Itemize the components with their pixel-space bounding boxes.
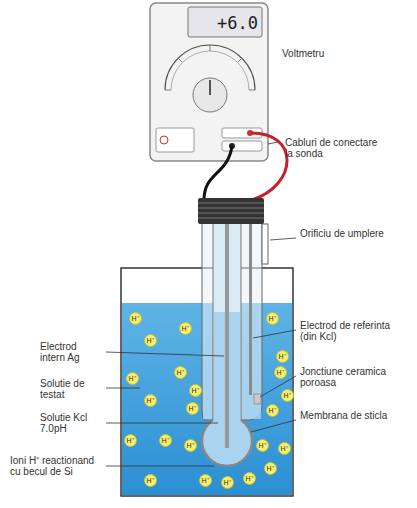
part-label: Ioni H⁺ reactionand cu becul de Si <box>10 455 105 477</box>
hydrogen-ion: H⁺ <box>281 389 294 402</box>
part-label: Voltmetru <box>282 48 392 59</box>
ion-symbol: H⁺ <box>188 405 195 412</box>
ion-symbol: H⁺ <box>146 397 153 404</box>
leader-lines <box>106 142 296 466</box>
part-label: Solutie de testat <box>40 378 102 400</box>
red-cable <box>250 133 287 200</box>
hydrogen-ion: H⁺ <box>174 366 187 379</box>
ion-symbol: H⁺ <box>223 479 230 486</box>
silver-electrode <box>225 200 229 448</box>
hydrogen-ion: H⁺ <box>186 402 199 415</box>
electrode-cap <box>198 198 264 224</box>
ion-symbol: H⁺ <box>278 353 285 360</box>
hydrogen-ion: H⁺ <box>144 474 157 487</box>
ion-symbol: H⁺ <box>176 369 183 376</box>
hydrogen-ion: H⁺ <box>129 312 142 325</box>
ion-symbol: H⁺ <box>266 465 273 472</box>
part-label: Orificiu de umplere <box>300 228 395 239</box>
ion-symbol: H⁺ <box>258 442 265 449</box>
hydrogen-ion: H⁺ <box>189 384 202 397</box>
hydrogen-ion: H⁺ <box>256 439 269 452</box>
hydrogen-ion: H⁺ <box>264 462 277 475</box>
fill-hole <box>262 224 268 264</box>
hydrogen-ion: H⁺ <box>179 322 192 335</box>
ion-symbol: H⁺ <box>191 387 198 394</box>
ceramic-junction <box>254 394 261 404</box>
ion-symbol: H⁺ <box>126 437 133 444</box>
hydrogen-ion: H⁺ <box>266 404 279 417</box>
ion-symbol: H⁺ <box>128 375 135 382</box>
voltmeter <box>150 3 268 161</box>
ion-symbol: H⁺ <box>131 315 138 322</box>
hydrogen-ion: H⁺ <box>199 474 212 487</box>
ion-symbol: H⁺ <box>268 315 275 322</box>
kcl-reference <box>203 312 261 419</box>
ion-symbol: H⁺ <box>181 325 188 332</box>
ion-symbol: H⁺ <box>280 445 287 452</box>
hydrogen-ion: H⁺ <box>184 439 197 452</box>
hydrogen-ion: H⁺ <box>266 312 279 325</box>
hydrogen-ion: H⁺ <box>276 350 289 363</box>
ion-symbol: H⁺ <box>276 369 283 376</box>
ion-symbol: H⁺ <box>201 477 208 484</box>
hydrogen-ion: H⁺ <box>159 434 172 447</box>
ion-symbol: H⁺ <box>268 407 275 414</box>
hydrogen-ion: H⁺ <box>278 442 291 455</box>
ion-symbol: H⁺ <box>186 442 193 449</box>
part-label: Electrod intern Ag <box>40 341 102 363</box>
part-label: Jonctiune ceramica poroasa <box>300 366 395 388</box>
reference-electrode <box>249 200 252 395</box>
ion-symbol: H⁺ <box>146 477 153 484</box>
hydrogen-ion: H⁺ <box>274 366 287 379</box>
part-label: Electrod de referinta (din Kcl) <box>300 320 395 342</box>
part-label: Membrana de sticla <box>300 410 395 421</box>
ion-symbol: H⁺ <box>161 437 168 444</box>
black-cable <box>204 146 232 200</box>
hydrogen-ion: H⁺ <box>221 476 234 489</box>
display-value: +6.0 <box>192 13 258 33</box>
ion-symbol: H⁺ <box>245 475 252 482</box>
hydrogen-ion: H⁺ <box>144 394 157 407</box>
ion-symbol: H⁺ <box>146 337 153 344</box>
hydrogen-ion: H⁺ <box>144 334 157 347</box>
part-label: Solutie Kcl 7.0pH <box>40 412 102 434</box>
hydrogen-ion: H⁺ <box>243 472 256 485</box>
part-label: Cabluri de conectare la sonda <box>285 137 385 159</box>
hydrogen-ion: H⁺ <box>124 434 137 447</box>
hydrogen-ion: H⁺ <box>126 372 139 385</box>
ion-symbol: H⁺ <box>283 392 290 399</box>
